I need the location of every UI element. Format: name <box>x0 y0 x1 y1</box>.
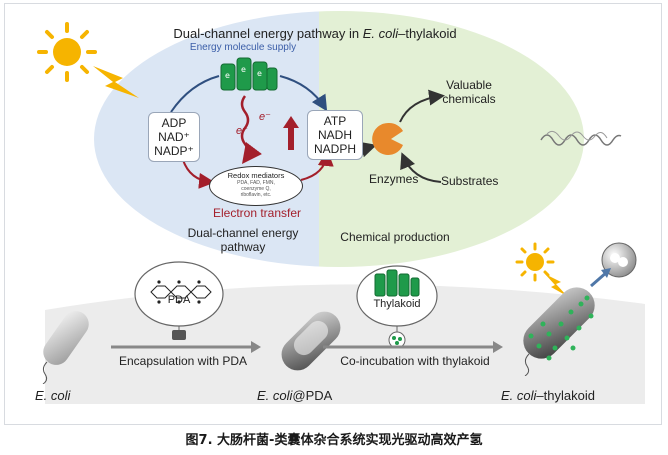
diagram-title: Dual-channel energy pathway in E. coli–t… <box>173 26 456 41</box>
title-suffix: –thylakoid <box>398 26 457 41</box>
step1-arrow <box>111 341 261 353</box>
energy-supply-label: Energy molecule supply <box>189 42 297 53</box>
chemical-production-label: Chemical production <box>340 230 450 244</box>
ecoli-thy-italic: E. coli <box>501 388 537 403</box>
dual-channel-line-2: pathway <box>220 240 266 254</box>
figure-caption: 图7. 大肠杆菌-类囊体杂合系统实现光驱动高效产氢 <box>185 433 483 448</box>
enzymes-label: Enzymes <box>369 172 419 186</box>
thylakoid-bubble <box>356 265 438 349</box>
dual-channel-label: Dual-channel energy pathway <box>185 226 301 254</box>
pathway-arrows <box>170 75 445 189</box>
cofactor-nadp: NADP⁺ <box>154 144 194 158</box>
step2-label: Co-incubation with thylakoid <box>340 354 490 368</box>
valuable-line-1: Valuable <box>446 78 492 92</box>
squiggle-chain-icon <box>540 130 622 146</box>
redox-title: Redox mediators <box>227 171 285 180</box>
electron-label-2: e⁻ <box>259 111 271 123</box>
pda-label: PDA <box>167 294 191 306</box>
cofactor-adp: ADP <box>161 116 187 130</box>
step2-arrow <box>323 341 503 353</box>
valuable-chemicals-label: Valuable chemicals <box>437 78 501 106</box>
title-italic: E. coli <box>362 26 399 41</box>
electron-label-1: e⁻ <box>236 125 248 137</box>
electron-transfer-label: Electron transfer <box>212 206 302 220</box>
right-cofactor-box: ATP NADH NADPH <box>307 110 363 160</box>
ecoli-thylakoid-cell-icon <box>523 287 595 376</box>
title-prefix: Dual-channel energy pathway in <box>173 26 363 41</box>
cofactor-nad: NAD⁺ <box>158 130 190 144</box>
cofactor-atp: ATP <box>323 114 347 128</box>
ecoli-pda-cell-icon <box>281 311 341 371</box>
sun-icon <box>37 22 139 98</box>
thylakoid-label: Thylakoid <box>373 298 421 310</box>
hydrogen-bubble-icon <box>590 242 637 288</box>
redox-item-1: PDA, FAD, FMN, <box>237 180 275 186</box>
ecoli-thy-suffix: –thylakoid <box>536 388 595 403</box>
redox-item-2: coenzyme Q, <box>241 186 271 192</box>
left-cofactor-box: ADP NAD⁺ NADP⁺ <box>148 112 200 162</box>
ecoli-thylakoid-label: E. coli–thylakoid <box>501 388 595 403</box>
substrates-label: Substrates <box>441 174 499 188</box>
ecoli-cell-icon <box>42 311 89 384</box>
cofactor-nadph: NADPH <box>313 142 356 156</box>
ecoli-pda-suffix: @PDA <box>292 388 333 403</box>
svg-text:e: e <box>225 71 230 80</box>
valuable-line-2: chemicals <box>442 92 496 106</box>
enzyme-icon <box>372 122 403 155</box>
ecoli-label: E. coli <box>35 388 71 403</box>
step1-label: Encapsulation with PDA <box>118 354 248 368</box>
ecoli-pda-italic: E. coli <box>257 388 293 403</box>
figure-frame: Dual-channel energy pathway in E. coli–t… <box>4 3 662 425</box>
ecoli-pda-label: E. coli@PDA <box>257 388 332 403</box>
svg-text:e: e <box>241 65 246 74</box>
redox-mediator-oval: Redox mediators PDA, FAD, FMN, coenzyme … <box>209 166 303 206</box>
pda-structure-bubble <box>134 261 224 340</box>
redox-item-3: riboflavin, etc. <box>240 192 272 198</box>
svg-text:e: e <box>257 69 262 78</box>
dual-channel-line-1: Dual-channel energy <box>187 226 299 240</box>
sun-small-icon <box>515 242 567 296</box>
cofactor-nadh: NADH <box>317 128 352 142</box>
